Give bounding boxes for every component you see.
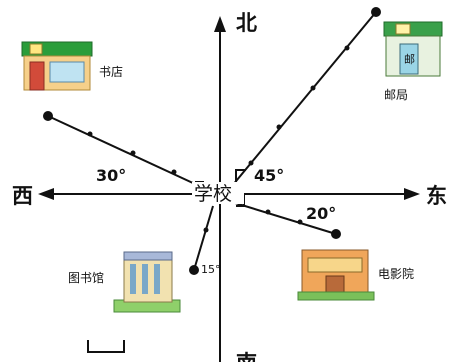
endpoint-post-office [371, 7, 381, 17]
tick-cinema-2 [297, 219, 303, 225]
tick-bookstore-3 [171, 169, 177, 175]
angle-mark-post-office [235, 169, 246, 184]
bookstore-icon [21, 41, 93, 91]
south-label: 南 [236, 350, 257, 362]
tick-post-office-1 [248, 160, 254, 166]
angle-label-bookstore: 30° [96, 166, 126, 185]
ray-post-office [231, 11, 377, 187]
cinema-icon [297, 249, 375, 301]
east-arrowhead [404, 188, 420, 200]
angle-label-cinema: 20° [306, 204, 336, 223]
north-arrowhead [214, 16, 226, 32]
ray-library [193, 205, 214, 271]
tick-bookstore-2 [130, 150, 136, 156]
east-label: 东 [426, 183, 447, 208]
endpoint-cinema [331, 229, 341, 239]
angle-label-library: 15° [201, 263, 221, 276]
tick-post-office-2 [276, 124, 282, 130]
ray-cinema [231, 201, 337, 235]
west-arrowhead [38, 188, 54, 200]
label-library: 图书馆 [68, 270, 104, 285]
tick-cinema-1 [265, 209, 271, 215]
library-icon [113, 251, 181, 313]
tick-bookstore-1 [87, 131, 93, 137]
post-office-icon [383, 21, 443, 77]
tick-post-office-3 [310, 85, 316, 91]
label-bookstore: 书店 [99, 65, 123, 79]
angle-label-post-office: 45° [254, 166, 284, 185]
scale-bracket [87, 340, 125, 353]
center-label: 学校 [194, 183, 232, 205]
label-post-office: 邮局 [384, 88, 408, 102]
north-label: 北 [236, 10, 257, 35]
west-label: 西 [12, 183, 33, 208]
ray-bookstore [47, 115, 209, 191]
tick-library-1 [203, 227, 209, 233]
endpoint-bookstore [43, 111, 53, 121]
center-label-bg [192, 182, 244, 204]
post-office-sign: 邮 [404, 53, 415, 66]
label-cinema: 电影院 [378, 267, 414, 281]
tick-post-office-4 [344, 45, 350, 51]
endpoint-library [189, 265, 199, 275]
